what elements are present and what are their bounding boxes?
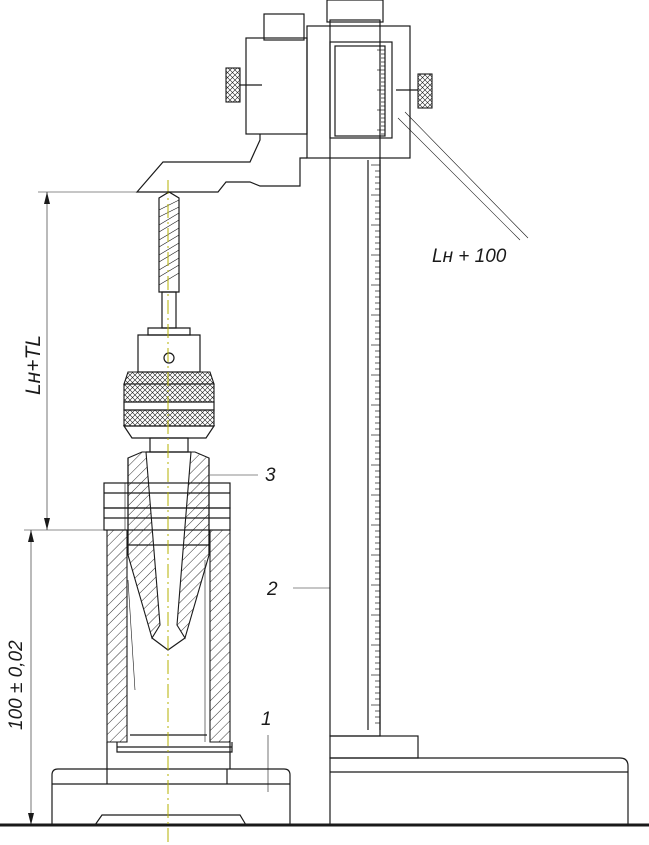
clamp-nuts (103, 482, 231, 531)
callout-3: 3 (265, 465, 276, 486)
callout-2: 2 (266, 579, 278, 600)
label-gauge-reading: Lн + 100 (432, 246, 507, 267)
holder-body (106, 529, 233, 769)
drill-bit (158, 191, 180, 329)
column-scale (371, 164, 380, 724)
height-gauge (326, 0, 629, 826)
vernier-scale (377, 49, 385, 135)
vernier-slider (306, 25, 433, 159)
base-plate (51, 768, 291, 826)
drill-chuck (122, 327, 216, 453)
taper-adapter (127, 451, 210, 651)
label-base-height: 100 ± 0,02 (6, 640, 27, 730)
label-tool-length: Lн+TL (22, 335, 45, 395)
scriber-arm (135, 13, 308, 193)
callout-1: 1 (261, 709, 272, 730)
dimension-lines (24, 191, 163, 825)
leader-lines (210, 111, 529, 792)
